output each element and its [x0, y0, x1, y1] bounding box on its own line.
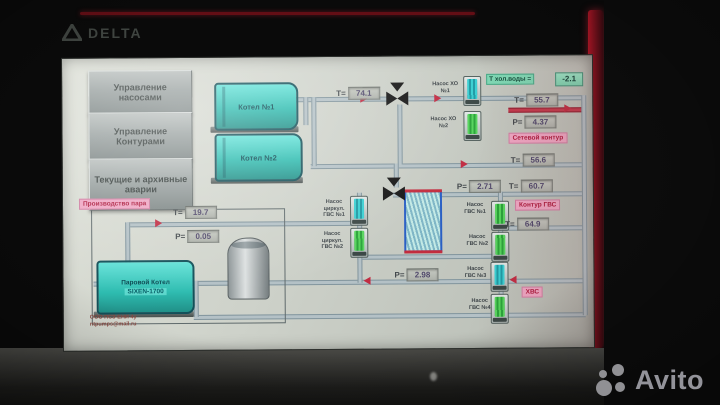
hx-temp-value: 60.7	[520, 179, 553, 193]
pipe-segment	[357, 253, 500, 260]
pipe-segment	[397, 104, 403, 165]
pump-gvs3-icon	[490, 261, 509, 292]
pump-xo1-icon	[463, 75, 482, 107]
hvs-label: ХВС	[521, 286, 544, 298]
steam-temp-value: 19.7	[184, 205, 217, 220]
steam-pressure-value: 0.05	[187, 229, 220, 243]
valve-left-triangle	[386, 91, 398, 106]
steam-temp-display: T= 19.7	[173, 205, 217, 220]
pump-gvs2-icon	[491, 231, 510, 262]
valve-right-triangle	[393, 186, 405, 201]
gvs-return-pressure-display: P= 2.98	[394, 268, 439, 282]
hx-temp-label: T=	[508, 181, 519, 191]
net-return-temp-value: 56.6	[522, 153, 555, 167]
steam-boiler: Паровой Котел SIXEN-1700	[96, 259, 195, 315]
steam-pressure-display: P= 0.05	[175, 229, 220, 243]
steam-boiler-model: SIXEN-1700	[124, 287, 167, 296]
flow-arrow-icon	[564, 104, 572, 113]
delta-logo: DELTA	[62, 24, 143, 41]
avito-watermark: Avito	[596, 363, 704, 397]
steam-pressure-label: P=	[175, 231, 186, 242]
delta-triangle-icon	[62, 24, 82, 41]
three-way-valve-icon	[386, 82, 409, 106]
flow-arrow-icon	[434, 94, 442, 103]
avito-text: Avito	[635, 364, 704, 395]
nav-button-label: Текущие и архивные аварии	[94, 173, 188, 195]
valve-top-triangle	[390, 82, 405, 92]
nav-button-circuits[interactable]: Управление Контурами	[88, 111, 193, 161]
heat-exchanger	[403, 190, 443, 253]
nav-button-pumps[interactable]: Управление насосами	[88, 69, 193, 115]
supply-temp-display: T= 74.1	[336, 86, 380, 100]
valve-right-triangle	[397, 91, 409, 106]
steam-section-title: Производство пара	[78, 198, 151, 210]
avito-dots-icon	[596, 363, 628, 397]
hmi-screen: Управление насосами Управление Контурами…	[60, 54, 596, 352]
cold-water-label: Т хол.воды =	[486, 73, 535, 85]
cold-water-value: -2.1	[555, 72, 584, 87]
pump-circ2-icon	[350, 227, 369, 258]
gvs-return-pressure-value: 2.98	[406, 268, 439, 282]
net-contour-label: Сетевой контур	[508, 132, 568, 144]
hx-pressure-label: P=	[456, 182, 467, 192]
net-supply-temp-display: T= 55.7	[514, 93, 558, 107]
boiler-1: Котел №1	[214, 82, 299, 131]
valve-top-triangle	[386, 177, 401, 187]
boiler-1-label: Котел №1	[238, 101, 275, 112]
net-supply-temp-value: 55.7	[525, 93, 558, 107]
nav-button-label: Управление насосами	[113, 81, 167, 103]
gvs-temp-value: 64.9	[516, 217, 549, 231]
supply-temp-value: 74.1	[347, 86, 380, 100]
pump-xo2-label: Насос ХО №2	[430, 116, 457, 129]
pump-circ1-label: Насос циркул. ГВС №1	[323, 198, 345, 219]
supply-temp-label: T=	[336, 88, 346, 98]
pump-gvs1-label: Насос ГВС №1	[464, 201, 486, 215]
hx-pressure-value: 2.71	[468, 179, 501, 194]
pump-circ2-label: Насос циркул. ГВС №2	[321, 230, 344, 251]
three-way-valve-icon	[382, 177, 405, 201]
net-supply-temp-label: T=	[514, 95, 524, 105]
gvs-contour-label: Контур ГВС	[514, 199, 561, 211]
flow-arrow-icon	[460, 160, 468, 169]
steam-temp-label: T=	[173, 208, 183, 218]
pump-xo1-label: Насос ХО №1	[432, 81, 459, 94]
pump-gvs4-label: Насос ГВС №4	[468, 297, 491, 311]
gvs-temp-label: T=	[505, 219, 515, 229]
hx-pressure-display: P= 2.71	[456, 179, 501, 194]
brand-text: DELTA	[88, 24, 143, 41]
pump-gvs2-label: Насос ГВС №2	[466, 233, 489, 247]
net-pressure-display: P= 4.37	[512, 115, 557, 129]
flow-arrow-icon	[509, 275, 517, 284]
pipe-segment	[303, 97, 309, 126]
flow-arrow-icon	[363, 276, 371, 285]
nav-button-label: Управление Контурами	[113, 125, 168, 147]
pump-circ1-icon	[349, 195, 369, 226]
pipe-segment-hot	[508, 107, 585, 113]
hx-temp-display: T= 60.7	[508, 179, 553, 193]
net-return-temp-display: T= 56.6	[510, 153, 555, 167]
boiler-2-label: Котел №2	[240, 152, 277, 163]
bezel-red-edge-top	[80, 12, 475, 15]
deaerator-tank	[227, 237, 270, 300]
net-return-temp-label: T=	[510, 155, 521, 165]
gvs-return-pressure-label: P=	[394, 270, 405, 280]
net-pressure-value: 4.37	[524, 115, 557, 129]
pump-xo2-icon	[463, 110, 482, 142]
bezel-bottom	[0, 348, 604, 405]
vendor-line-2: ntpumps@mail.ru	[89, 321, 137, 328]
photo-artifact-dot	[430, 372, 437, 381]
pipe-segment	[311, 97, 317, 167]
valve-left-triangle	[382, 186, 394, 201]
steam-boiler-name: Паровой Котел	[121, 278, 170, 287]
gvs-temp-display: T= 64.9	[505, 217, 549, 231]
vendor-signature: ООО ПСЗ-ЕНИ 4у ntpumps@mail.ru	[90, 314, 137, 329]
bezel-right	[604, 0, 720, 405]
boiler-2: Котел №2	[214, 133, 303, 182]
pump-gvs3-label: Насос ГВС №3	[464, 265, 487, 279]
net-pressure-label: P=	[512, 117, 523, 127]
pipe-segment	[581, 95, 588, 316]
